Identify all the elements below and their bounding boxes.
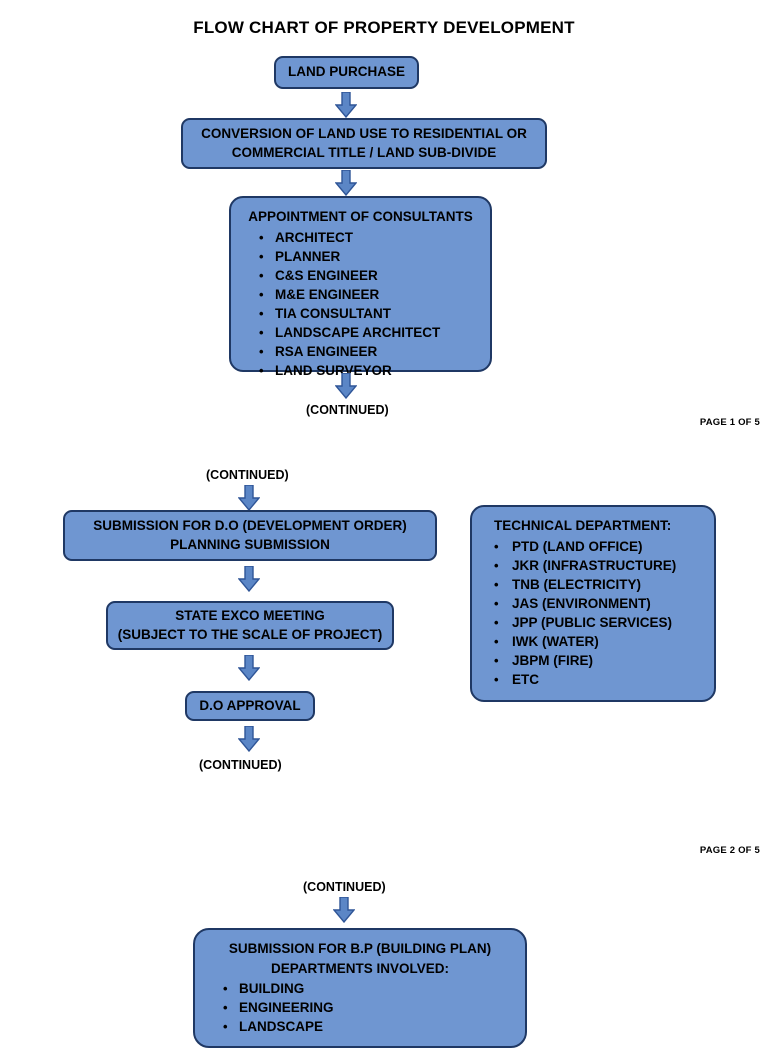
list-item: BUILDING: [205, 979, 515, 998]
arrow-down-4: [238, 485, 260, 511]
page-number-1: PAGE 1 OF 5: [699, 417, 760, 428]
list-item: JAS (ENVIRONMENT): [482, 594, 704, 613]
list-item: RSA ENGINEER: [241, 342, 480, 361]
list-item: JBPM (FIRE): [482, 651, 704, 670]
arrow-down-1: [335, 92, 357, 118]
technical-department-heading: TECHNICAL DEPARTMENT:: [494, 518, 672, 533]
node-do-approval-label: D.O APPROVAL: [199, 697, 301, 713]
list-item: TNB (ELECTRICITY): [482, 575, 704, 594]
arrow-down-3: [335, 373, 357, 399]
node-land-conversion-line2: COMMERCIAL TITLE / LAND SUB-DIVIDE: [231, 144, 497, 160]
node-state-exco-line1: STATE EXCO MEETING: [175, 608, 325, 624]
continued-label-page3-top: (CONTINUED): [303, 880, 386, 894]
node-bp-submission[interactable]: SUBMISSION FOR B.P (BUILDING PLAN) DEPAR…: [193, 928, 527, 1048]
list-item: ETC: [482, 670, 704, 689]
node-do-approval[interactable]: D.O APPROVAL: [185, 691, 315, 721]
page-title: FLOW CHART OF PROPERTY DEVELOPMENT: [193, 18, 575, 37]
node-do-submission-line1: SUBMISSION FOR D.O (DEVELOPMENT ORDER): [93, 518, 407, 534]
list-item: C&S ENGINEER: [241, 266, 480, 285]
node-do-submission-line2: PLANNING SUBMISSION: [170, 536, 330, 552]
list-item: JKR (INFRASTRUCTURE): [482, 556, 704, 575]
list-item: LAND SURVEYOR: [241, 361, 480, 380]
bp-heading-line1: SUBMISSION FOR B.P (BUILDING PLAN): [228, 941, 492, 956]
list-item: ARCHITECT: [241, 228, 480, 247]
node-appointment-of-consultants[interactable]: APPOINTMENT OF CONSULTANTS ARCHITECT PLA…: [229, 196, 492, 380]
consultants-heading: APPOINTMENT OF CONSULTANTS: [248, 209, 473, 224]
list-item: TIA CONSULTANT: [241, 304, 480, 323]
list-item: ENGINEERING: [205, 998, 515, 1017]
arrow-down-6: [238, 655, 260, 681]
arrow-down-5: [238, 566, 260, 592]
list-item: PLANNER: [241, 247, 480, 266]
arrow-down-2: [335, 170, 357, 196]
list-item: LANDSCAPE: [205, 1017, 515, 1036]
node-state-exco-line2: (SUBJECT TO THE SCALE OF PROJECT): [117, 626, 383, 642]
list-item: PTD (LAND OFFICE): [482, 537, 704, 556]
list-item: JPP (PUBLIC SERVICES): [482, 613, 704, 632]
technical-department-list: PTD (LAND OFFICE) JKR (INFRASTRUCTURE) T…: [482, 537, 704, 689]
node-do-submission[interactable]: SUBMISSION FOR D.O (DEVELOPMENT ORDER) P…: [63, 510, 437, 561]
list-item: M&E ENGINEER: [241, 285, 480, 304]
arrow-down-8: [333, 897, 355, 923]
page-number-2: PAGE 2 OF 5: [699, 845, 760, 856]
list-item: LANDSCAPE ARCHITECT: [241, 323, 480, 342]
continued-label-page2-top: (CONTINUED): [206, 468, 289, 482]
node-land-purchase[interactable]: LAND PURCHASE: [274, 56, 419, 89]
node-land-purchase-label: LAND PURCHASE: [287, 64, 405, 80]
arrow-down-7: [238, 726, 260, 752]
node-technical-department[interactable]: TECHNICAL DEPARTMENT: PTD (LAND OFFICE) …: [470, 505, 716, 702]
continued-label-page2-bottom: (CONTINUED): [199, 758, 282, 772]
flowchart-page: FLOW CHART OF PROPERTY DEVELOPMENT LAND …: [0, 0, 768, 1024]
bp-departments-list: BUILDING ENGINEERING LANDSCAPE: [205, 979, 515, 1036]
node-land-conversion-line1: CONVERSION OF LAND USE TO RESIDENTIAL OR: [201, 126, 527, 142]
list-item: IWK (WATER): [482, 632, 704, 651]
node-land-conversion[interactable]: CONVERSION OF LAND USE TO RESIDENTIAL OR…: [181, 118, 547, 169]
consultants-list: ARCHITECT PLANNER C&S ENGINEER M&E ENGIN…: [241, 228, 480, 380]
bp-heading-line2: DEPARTMENTS INVOLVED:: [270, 960, 449, 976]
continued-label-page1-bottom: (CONTINUED): [306, 403, 389, 417]
node-state-exco-meeting[interactable]: STATE EXCO MEETING (SUBJECT TO THE SCALE…: [106, 601, 394, 650]
